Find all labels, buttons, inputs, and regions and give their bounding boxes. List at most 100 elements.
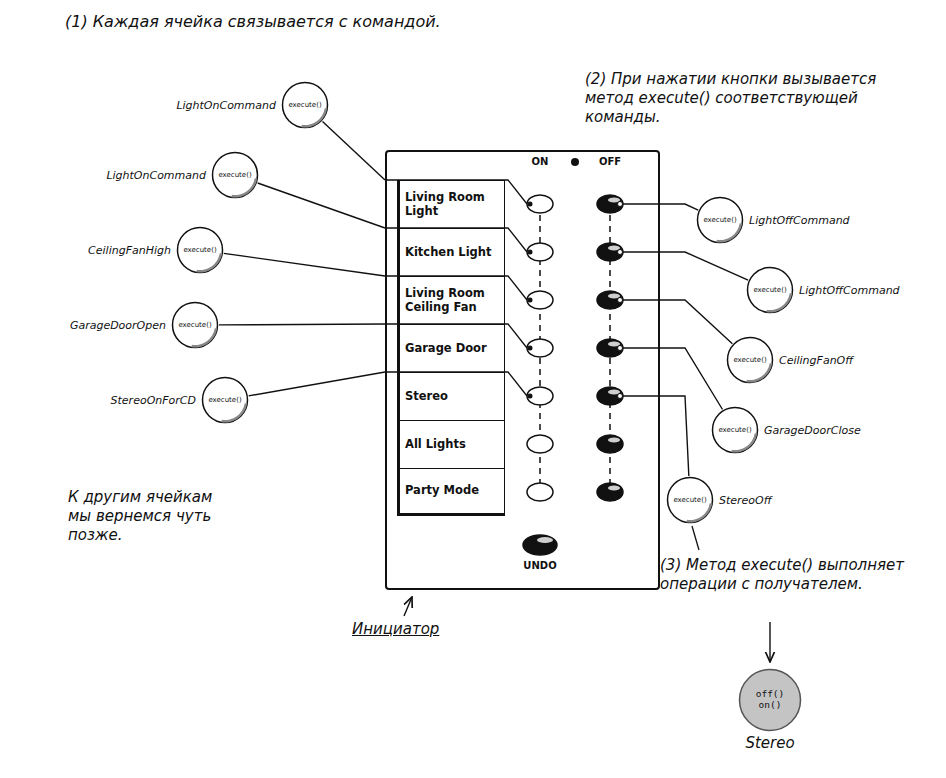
button-highlight bbox=[537, 537, 553, 543]
receiver-name-holder: Stereo bbox=[745, 734, 794, 752]
command-name: CeilingFanOff bbox=[779, 354, 853, 367]
command-name: LightOnCommand bbox=[106, 169, 206, 182]
command-name-holder: LightOnCommand bbox=[106, 169, 206, 182]
off-button bbox=[597, 483, 623, 501]
method-name: execute() bbox=[733, 357, 766, 364]
button-caption: OFF bbox=[599, 156, 621, 168]
command-wire bbox=[224, 253, 385, 276]
button-wire bbox=[622, 299, 660, 300]
circle-outline bbox=[668, 478, 713, 523]
receiver-name: Stereo bbox=[745, 734, 794, 752]
command-name: StereoOff bbox=[719, 494, 772, 507]
button-caption-holder: ON bbox=[532, 156, 549, 168]
circle-shade bbox=[221, 403, 247, 422]
invoker-label: Инициатор bbox=[352, 620, 439, 639]
button-highlight bbox=[608, 486, 620, 491]
note-holder: (2) При нажатии кнопки вызывается метод … bbox=[585, 70, 885, 126]
off-button bbox=[597, 195, 623, 213]
command-object: execute()StereoOff bbox=[666, 476, 714, 524]
circle-shade bbox=[686, 503, 712, 522]
circle-shade bbox=[231, 178, 257, 197]
circle-outline bbox=[173, 303, 218, 348]
button-wire bbox=[622, 347, 660, 348]
invoker-pointer bbox=[404, 597, 412, 616]
slot-name: Living Room Light bbox=[405, 191, 499, 219]
circle-shade bbox=[746, 363, 772, 382]
circle-outline bbox=[213, 153, 258, 198]
side-note: К другим ячейкам мы вернемся чуть позже. bbox=[68, 488, 218, 544]
command-wire bbox=[660, 252, 748, 280]
circle-outline bbox=[748, 268, 793, 313]
method-name: execute() bbox=[288, 102, 321, 109]
command-name-holder: CeilingFanOff bbox=[779, 354, 853, 367]
command-name: StereoOnForCD bbox=[111, 394, 196, 407]
button-caption-holder: UNDO bbox=[523, 560, 556, 572]
receiver-object: off() on()Stereo bbox=[738, 668, 802, 732]
on-button bbox=[527, 243, 553, 261]
slot-label: Garage Door bbox=[397, 324, 505, 372]
on-button bbox=[527, 195, 553, 213]
command-name-holder: LightOnCommand bbox=[176, 99, 276, 112]
method-name: execute() bbox=[218, 172, 251, 179]
circle-shade bbox=[191, 328, 217, 347]
on-button bbox=[527, 339, 553, 357]
command-wire bbox=[660, 204, 698, 210]
slot-name: Living Room Ceiling Fan bbox=[405, 287, 499, 315]
method-name: execute() bbox=[753, 287, 786, 294]
button-caption: UNDO bbox=[523, 560, 556, 572]
command-object: execute()LightOnCommand bbox=[211, 151, 259, 199]
wire-dot bbox=[618, 346, 623, 351]
slot-name: Stereo bbox=[405, 390, 448, 404]
leader-line bbox=[692, 526, 699, 550]
callout-note: (2) При нажатии кнопки вызывается метод … bbox=[585, 70, 885, 126]
command-name: LightOffCommand bbox=[749, 214, 850, 227]
wire-dot bbox=[528, 202, 533, 207]
circle-outline bbox=[698, 198, 743, 243]
on-button bbox=[527, 483, 553, 501]
command-object: execute()CeilingFanHigh bbox=[176, 226, 224, 274]
method-name: execute() bbox=[703, 217, 736, 224]
wire-dot bbox=[618, 298, 623, 303]
command-name-holder: GarageDoorOpen bbox=[70, 319, 166, 332]
button-caption: ON bbox=[532, 156, 549, 168]
wire-dot bbox=[528, 394, 533, 399]
on-button bbox=[527, 387, 553, 405]
command-wire bbox=[660, 396, 689, 476]
command-name-holder: GarageDoorClose bbox=[764, 424, 861, 437]
wire-dot bbox=[528, 250, 533, 255]
off-button bbox=[597, 291, 623, 309]
command-name: GarageDoorOpen bbox=[70, 319, 166, 332]
wire-dot bbox=[618, 250, 623, 255]
command-name-holder: StereoOnForCD bbox=[111, 394, 196, 407]
off-button bbox=[597, 387, 623, 405]
command-object: execute()StereoOnForCD bbox=[201, 376, 249, 424]
circle-shade bbox=[766, 293, 792, 312]
circle-shade bbox=[716, 223, 742, 242]
method-list: off() on() bbox=[752, 689, 788, 711]
slot-label: Living Room Light bbox=[397, 180, 505, 228]
command-wire bbox=[258, 183, 385, 228]
command-name: LightOnCommand bbox=[176, 99, 276, 112]
command-wire bbox=[323, 121, 385, 180]
button-wire bbox=[622, 395, 660, 396]
circle-outline bbox=[203, 378, 248, 423]
wire-dot bbox=[618, 394, 623, 399]
slot-label: Stereo bbox=[397, 372, 505, 420]
slot-name: Kitchen Light bbox=[405, 246, 492, 260]
method-name: execute() bbox=[718, 427, 751, 434]
slot-name: All Lights bbox=[405, 438, 466, 452]
slot-label: Living Room Ceiling Fan bbox=[397, 276, 505, 324]
command-name-holder: StereoOff bbox=[719, 494, 772, 507]
remote-control: ON OFF UNDO Living Room LightKitchen LightL… bbox=[385, 150, 660, 590]
circle-outline bbox=[713, 408, 758, 453]
note-holder: Инициатор bbox=[352, 620, 439, 639]
button-wire bbox=[622, 251, 660, 252]
circle-shade bbox=[196, 253, 222, 272]
receiver-pointer bbox=[769, 622, 770, 662]
command-object: execute()LightOnCommand bbox=[281, 81, 329, 129]
command-wire bbox=[660, 300, 732, 344]
on-button bbox=[527, 435, 553, 453]
slot-name: Garage Door bbox=[405, 342, 487, 356]
command-name-holder: LightOffCommand bbox=[799, 284, 900, 297]
